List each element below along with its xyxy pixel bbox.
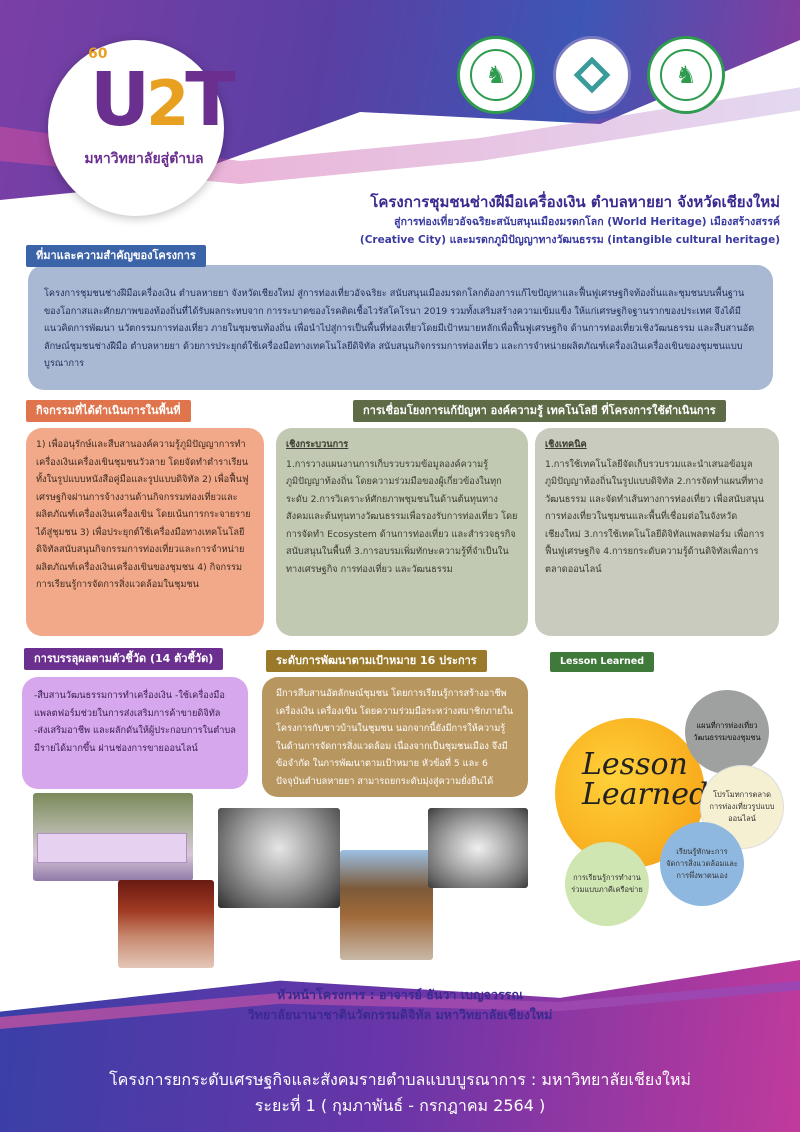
photo-group-banner bbox=[33, 793, 193, 881]
u2t-logo: U2T bbox=[90, 57, 236, 143]
lesson-big-line-1: Lesson bbox=[582, 747, 688, 782]
cmu-seal-right: ♞ bbox=[647, 36, 725, 114]
lesson-circle-environment: เรียนรู้ทักษะการจัดการสิ่งแวดล้อมและการพ… bbox=[660, 822, 744, 906]
project-title: โครงการชุมชนช่างฝีมือเครื่องเงิน ตำบลหาย… bbox=[370, 193, 780, 211]
activities-text: 1) เพื่ออนุรักษ์และสืบสานองค์ความรู้ภูมิ… bbox=[26, 428, 264, 636]
subtitle-line-2: (Creative City) และมรดกภูมิปัญญาทางวัฒนธ… bbox=[359, 234, 780, 246]
subtitle-line-1: สู่การท่องเที่ยวอัจฉริยะสนับสนุนเมืองมรด… bbox=[394, 216, 780, 228]
footer-program: โครงการยกระดับเศรษฐกิจและสังคมรายตำบลแบบ… bbox=[109, 1070, 691, 1089]
elephant-icon: ♞ bbox=[470, 49, 522, 101]
tech-text: 1.การใช้เทคโนโลยีจัดเก็บรวบรวมและนำเสนอข… bbox=[545, 458, 765, 575]
photo-temple-visit bbox=[340, 850, 433, 960]
cmu-seal-left: ♞ bbox=[457, 36, 535, 114]
process-heading: เชิงกระบวนการ bbox=[286, 439, 349, 450]
activities-heading: กิจกรรมที่ได้ดำเนินการในพื้นที่ bbox=[26, 400, 191, 422]
project-subtitle: สู่การท่องเที่ยวอัจฉริยะสนับสนุนเมืองมรด… bbox=[240, 213, 780, 249]
lesson-circle-network: การเรียนรู้การทำงานร่วมแบบภาคีเครือข่าย bbox=[565, 842, 649, 926]
logo-letter-t: T bbox=[185, 57, 236, 143]
indicators-heading: การบรรลุผลตามตัวชี้วัด (14 ตัวชี้วัด) bbox=[24, 648, 224, 670]
college-name: วิทยาลัยนานาชาตินวัตกรรมดิจิทัล มหาวิทยา… bbox=[247, 1007, 553, 1022]
logo-number-2: 2 bbox=[146, 67, 189, 140]
u2t-logo-badge bbox=[48, 40, 224, 216]
logo-subtitle: มหาวิทยาลัยสู่ตำบล bbox=[84, 151, 204, 167]
lesson-big-text: Lesson Learned bbox=[582, 750, 708, 810]
ministry-logo bbox=[553, 36, 631, 114]
photo-silver-bowl-detail bbox=[428, 808, 528, 888]
lesson-circle-map: แผนที่การท่องเที่ยววัฒนธรรมของชุมชน bbox=[685, 690, 769, 774]
logo-letter-u: U bbox=[90, 57, 150, 143]
origin-heading: ที่มาและความสำคัญของโครงการ bbox=[26, 245, 206, 267]
indicators-text: -สืบสานวัฒนธรรมการทำเครื่องเงิน -ใช้เครื… bbox=[22, 677, 248, 789]
photo-banner bbox=[37, 833, 187, 863]
diamond-icon bbox=[573, 56, 611, 94]
lesson-heading: Lesson Learned bbox=[550, 652, 655, 672]
origin-text: โครงการชุมชนช่างฝีมือเครื่องเงิน ตำบลหาย… bbox=[28, 265, 773, 390]
footer-period: ระยะที่ 1 ( กุมภาพันธ์ - กรกฎาคม 2564 ) bbox=[254, 1096, 546, 1115]
level-heading: ระดับการพัฒนาตามเป้าหมาย 16 ประการ bbox=[266, 650, 487, 672]
logo-small-number: 60 bbox=[88, 46, 108, 62]
level-text: มีการสืบสานอัตลักษณ์ชุมชน โดยการเรียนรู้… bbox=[262, 677, 528, 797]
project-head: หัวหน้าโครงการ : อาจารย์ ธันวา เบญจวรรณ bbox=[276, 987, 523, 1002]
tech-heading: เชิงเทคนิค bbox=[545, 439, 587, 450]
photo-silver-bowl bbox=[218, 808, 340, 908]
lesson-big-line-2: Learned bbox=[582, 777, 709, 812]
linkage-heading: การเชื่อมโยงการแก้ปัญหา องค์ความรู้ เทคโ… bbox=[353, 400, 726, 422]
photo-temple-group bbox=[118, 880, 214, 968]
tech-box: เชิงเทคนิค 1.การใช้เทคโนโลยีจัดเก็บรวบรว… bbox=[535, 428, 779, 636]
elephant-icon: ♞ bbox=[660, 49, 712, 101]
process-box: เชิงกระบวนการ 1.การวางแผนงานการเก็บรวบรว… bbox=[276, 428, 528, 636]
process-text: 1.การวางแผนงานการเก็บรวบรวมข้อมูลองค์ควา… bbox=[286, 458, 518, 575]
